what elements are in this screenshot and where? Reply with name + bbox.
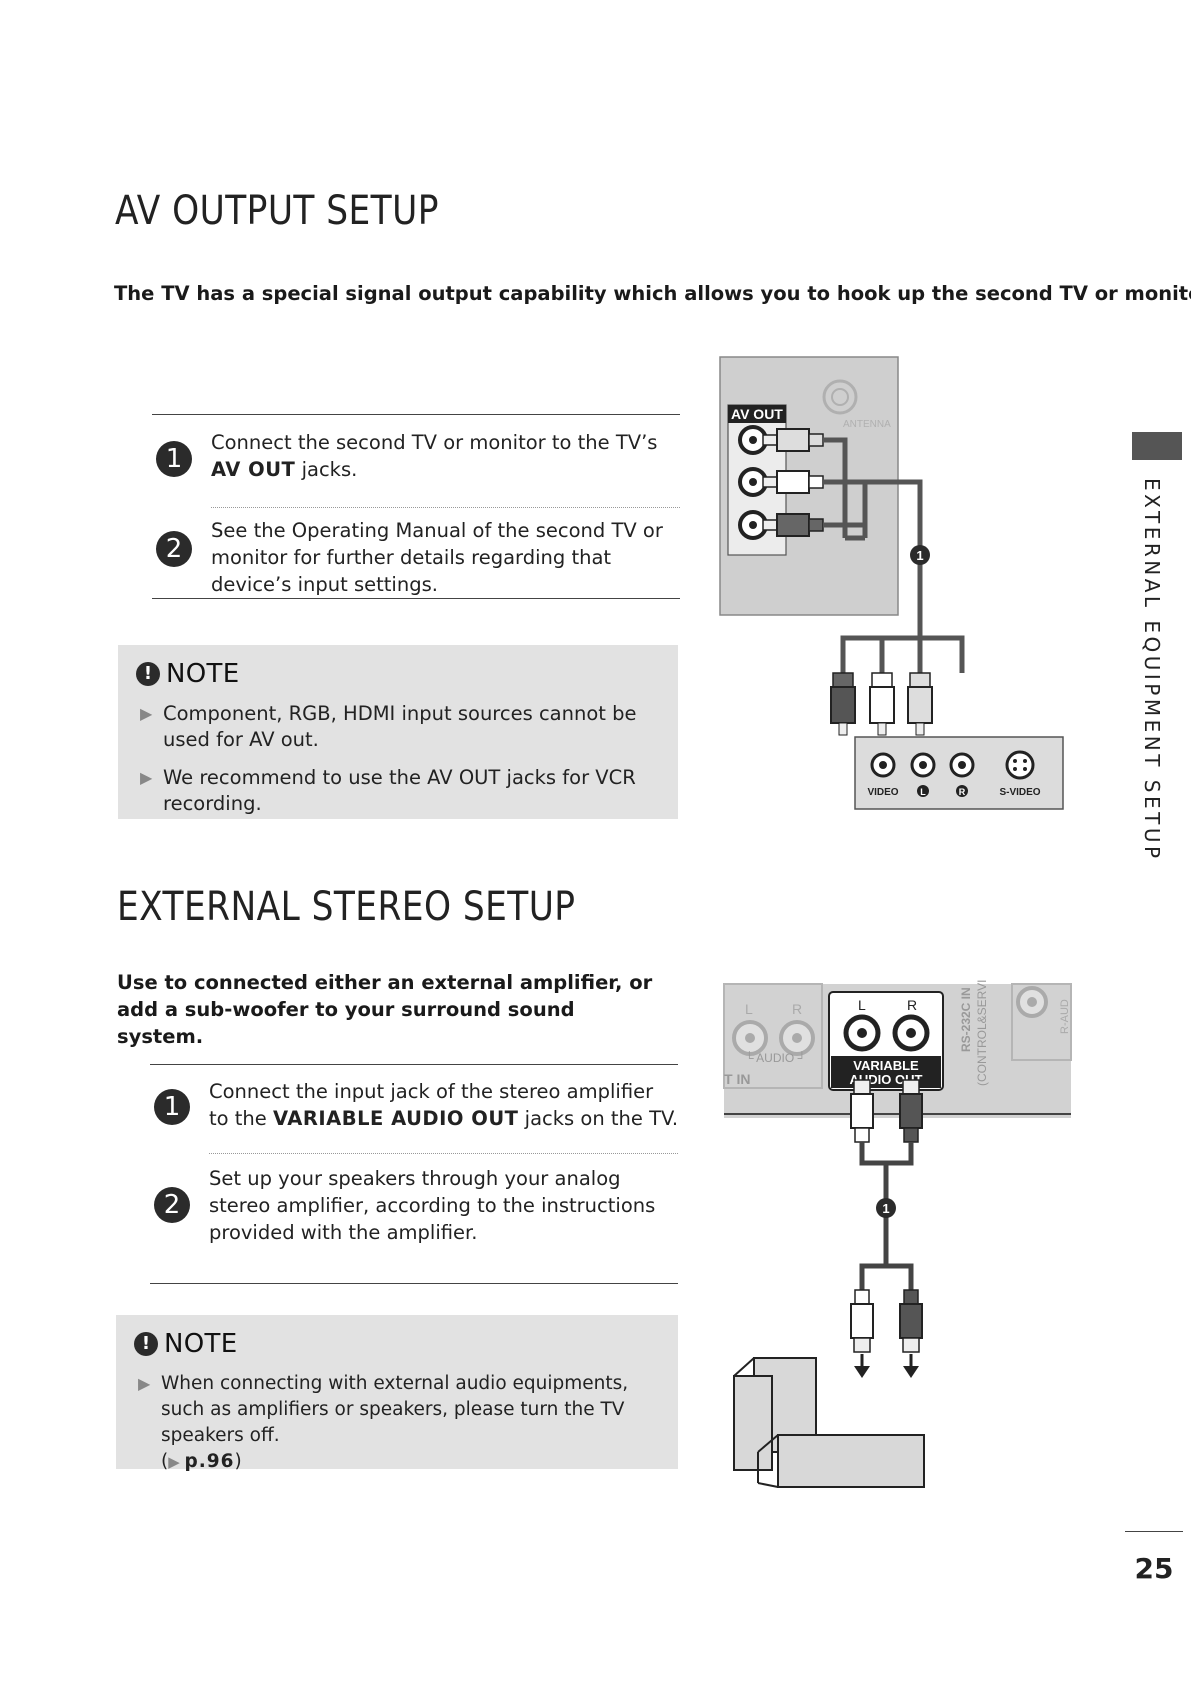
variable-out-left-jack	[843, 1014, 881, 1052]
external-stereo-note: ! NOTE ▶When connecting with external au…	[116, 1315, 678, 1472]
rca-plug-right-bottom	[907, 672, 933, 736]
note-item: ▶Component, RGB, HDMI input sources cann…	[140, 702, 637, 751]
exclamation-icon: !	[136, 662, 160, 686]
external-stereo-title: EXTERNAL STEREO SETUP	[117, 884, 576, 930]
av-out-connection-diagram: ANTENNA AV OUT 1 VIDEO L R S-VIDEO	[719, 356, 1064, 810]
audio-jack-partial	[1016, 986, 1048, 1018]
rca-plug-video-bottom	[830, 672, 856, 736]
section-tab-marker	[1132, 432, 1182, 460]
step-divider	[211, 507, 680, 508]
external-stereo-connection-diagram: L R └ AUDIO ┘ T IN L R VARIABLE AUDIO OU…	[723, 980, 1072, 1488]
r-audio-label: R-AUD	[1059, 999, 1071, 1034]
s-video-label: S-VIDEO	[999, 787, 1040, 798]
audio-in-right-jack	[779, 1020, 815, 1056]
variable-audio-out-emphasis: VARIABLE AUDIO OUT	[272, 1107, 519, 1130]
arrow-down-icon	[854, 1354, 870, 1378]
antenna-label: ANTENNA	[843, 419, 891, 430]
rca-plug-video	[762, 428, 824, 452]
triangle-bullet-icon: ▶	[138, 1374, 151, 1393]
rca-plug-white-bottom	[850, 1289, 874, 1353]
av-output-note: ! NOTE ▶Component, RGB, HDMI input sourc…	[118, 645, 678, 819]
t-in-label: T IN	[724, 1071, 750, 1087]
side-section-label: EXTERNAL EQUIPMENT SETUP	[1140, 478, 1164, 862]
triangle-ref-icon: ▶	[168, 1453, 185, 1471]
note-item: ▶We recommend to use the AV OUT jacks fo…	[140, 766, 636, 815]
rca-plug-dark-bottom	[899, 1289, 923, 1353]
exclamation-icon: !	[134, 1332, 158, 1356]
arrow-down-icon	[903, 1354, 919, 1378]
step-number: 1	[156, 441, 192, 477]
right-label: R	[959, 787, 966, 797]
audio-label: └ AUDIO ┘	[745, 1051, 806, 1065]
video-label: VIDEO	[867, 787, 898, 798]
rca-plug-white-top	[850, 1079, 874, 1143]
page-number-rule	[1125, 1531, 1183, 1532]
note-item: ▶When connecting with external audio equ…	[138, 1373, 629, 1472]
av-out-emphasis: AV OUT	[211, 458, 296, 481]
cable-marker-label: 1	[882, 1201, 889, 1216]
note-title: NOTE	[164, 1329, 238, 1359]
step-text: Connect the input jack of the stereo amp…	[209, 1080, 679, 1130]
rs232c-label: RS-232C IN	[959, 987, 973, 1052]
rs232c-sub-label: (CONTROL&SERVICE)	[975, 980, 989, 1086]
cable-marker-icon	[910, 545, 930, 565]
external-stereo-steps: 1 Connect the input jack of the stereo a…	[150, 1064, 678, 1284]
av-output-steps: 1 Connect the second TV or monitor to th…	[152, 414, 680, 599]
external-stereo-intro: Use to connected either an external ampl…	[117, 971, 653, 1048]
variable-label: VARIABLE	[853, 1058, 919, 1073]
av-out-jack-left	[738, 467, 768, 497]
av-out-jack-video	[738, 425, 768, 455]
step-number: 1	[154, 1089, 190, 1125]
rca-plug-left	[762, 470, 824, 494]
av-output-intro: The TV has a special signal output capab…	[114, 282, 1191, 305]
variable-out-right-jack	[892, 1014, 930, 1052]
variable-out-left-label: L	[858, 997, 866, 1013]
antenna-jack	[822, 379, 858, 415]
step-text: Set up your speakers through your analog…	[209, 1167, 656, 1244]
step-number: 2	[154, 1187, 190, 1223]
step-number: 2	[156, 531, 192, 567]
right-in-jack	[949, 752, 975, 778]
cable-marker-icon	[876, 1198, 896, 1218]
video-in-jack	[870, 752, 896, 778]
step-divider	[209, 1153, 678, 1154]
audio-in-left-jack	[732, 1020, 768, 1056]
left-label: L	[920, 787, 926, 797]
stereo-cable	[859, 1142, 914, 1290]
cable-marker-label: 1	[916, 548, 923, 563]
rca-plug-right	[762, 513, 824, 537]
step-text: Connect the second TV or monitor to the …	[211, 431, 658, 481]
page-reference[interactable]: p.96	[184, 1451, 235, 1472]
left-in-jack	[910, 752, 936, 778]
audio-in-right-label: R	[792, 1001, 802, 1017]
variable-out-right-label: R	[907, 997, 917, 1013]
av-output-title: AV OUTPUT SETUP	[115, 188, 439, 234]
av-cable-split	[840, 635, 965, 673]
note-header: ! NOTE	[136, 659, 239, 689]
audio-in-left-label: L	[745, 1001, 753, 1017]
step-text: See the Operating Manual of the second T…	[211, 519, 663, 596]
av-out-panel-label: AV OUT	[731, 406, 783, 422]
amplifier-speaker-icon	[733, 1357, 925, 1488]
triangle-bullet-icon: ▶	[140, 704, 153, 723]
av-out-jack-right	[738, 510, 768, 540]
rca-plug-left-bottom	[869, 672, 895, 736]
note-header: ! NOTE	[134, 1329, 237, 1359]
note-title: NOTE	[166, 659, 240, 689]
triangle-bullet-icon: ▶	[140, 768, 153, 787]
s-video-jack	[1005, 750, 1035, 780]
rca-plug-dark-top	[899, 1079, 923, 1143]
page-number: 25	[1134, 1552, 1174, 1585]
